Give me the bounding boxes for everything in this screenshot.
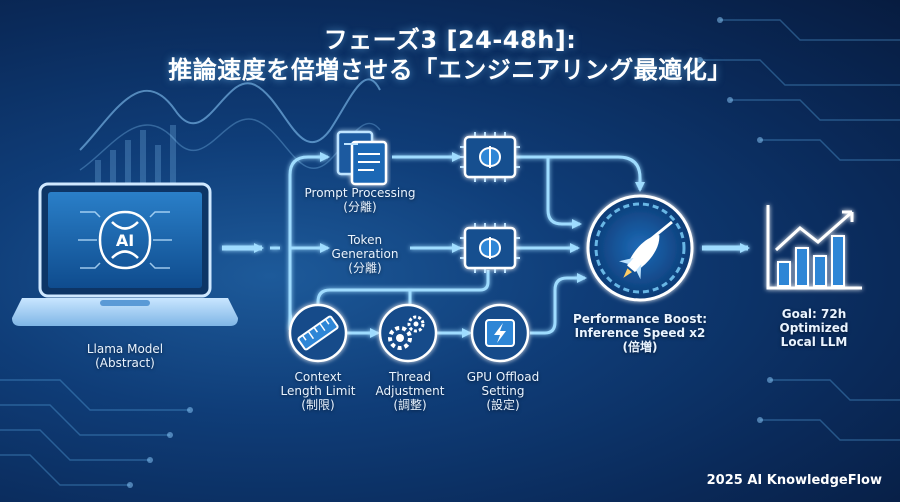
rocket-gauge-icon (586, 194, 694, 302)
chip-brain-icon-2 (460, 223, 520, 273)
ai-brain-icon (98, 210, 152, 270)
thread-adjustment-label: Thread Adjustment (調整) (375, 370, 445, 412)
context-length-label: Context Length Limit (制限) (280, 370, 356, 412)
connector-chip1-boost (515, 155, 645, 192)
laptop-badge: AI (116, 231, 134, 250)
connector-to-prompt (288, 152, 330, 330)
goal-label: Goal: 72h Optimized Local LLM (779, 307, 849, 349)
connector-chip1-boost-2 (546, 157, 582, 229)
footer-credit: 2025 AI KnowledgeFlow (706, 473, 882, 488)
ruler-icon (288, 303, 348, 363)
gpu-bolt-icon (470, 303, 530, 363)
gpu-offload-label: GPU Offload Setting (設定) (466, 370, 540, 412)
title-line-1: フェーズ3 [24-48h]: (323, 26, 577, 54)
growth-chart-icon (766, 205, 862, 290)
documents-icon (336, 130, 388, 186)
llama-model-label: Llama Model (Abstract) (86, 342, 164, 370)
title-line-2: 推論速度を倍増させる「エンジニアリング最適化」 (168, 56, 732, 84)
chip-brain-icon (460, 132, 520, 182)
performance-boost-label: Performance Boost: Inference Speed x2 (倍… (572, 312, 708, 354)
laptop-icon: AI (12, 182, 238, 326)
prompt-processing-label: Prompt Processing (分離) (304, 186, 416, 214)
gears-icon (378, 303, 438, 363)
connector-gpu-boost (530, 273, 587, 335)
token-generation-label: Token Generation (分離) (331, 233, 399, 275)
connector-loop (316, 270, 490, 315)
